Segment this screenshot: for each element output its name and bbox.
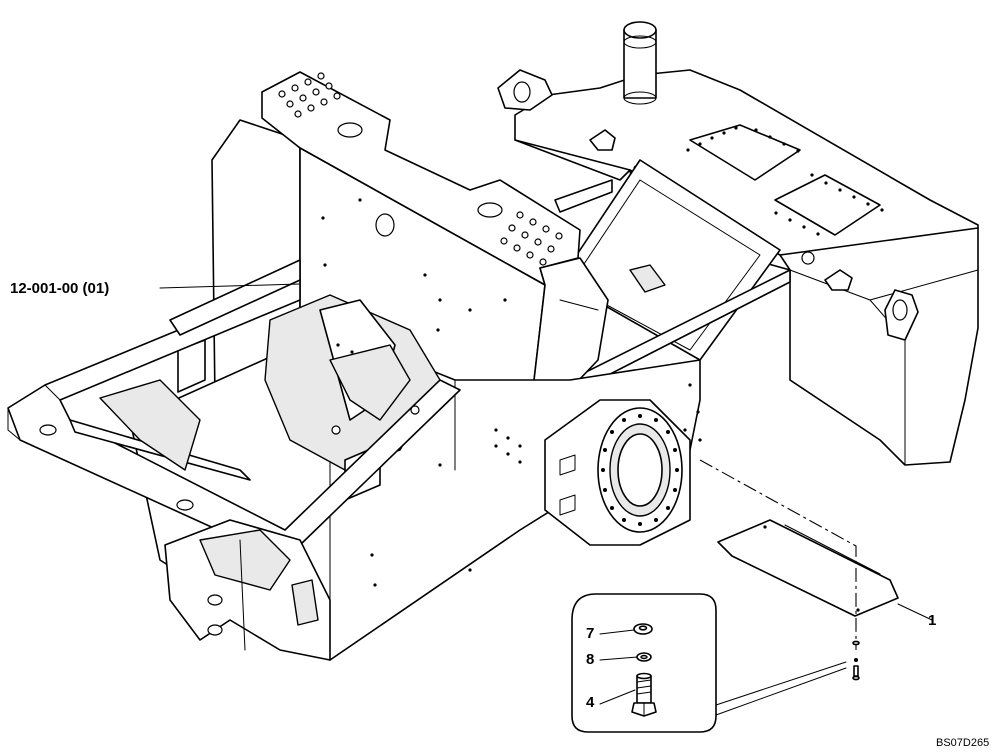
callout-plate-number: 1 [928,612,936,629]
assembly-part-number: 12-001-00 (01) [10,280,109,297]
lock-washer [636,652,652,662]
body-dots [336,343,702,587]
hardware-detail-callout [571,593,847,733]
cover-bolts [686,126,884,236]
lifting-eye-right [884,289,919,341]
swing-bearing-ring [544,399,691,546]
exhaust-stack [623,21,657,105]
hex-bolt [631,672,657,717]
callout-bolt-number: 4 [586,694,595,711]
flat-washer [633,623,653,635]
lifting-eye-left [497,69,553,111]
ring-bolt-holes [601,414,679,526]
cover-plate [717,519,899,617]
lower-brackets [164,519,331,661]
callout-washer-number: 7 [586,625,594,642]
callout-lock-washer-number: 8 [586,651,594,668]
top-plate-holes [278,72,563,266]
drawing-code: BS07D265 [936,737,989,749]
alignment-line [699,459,857,650]
counterweight-housing [497,21,979,466]
leader-lines [159,283,933,705]
front-arm-frame [7,259,461,546]
exploded-fasteners [852,640,860,681]
